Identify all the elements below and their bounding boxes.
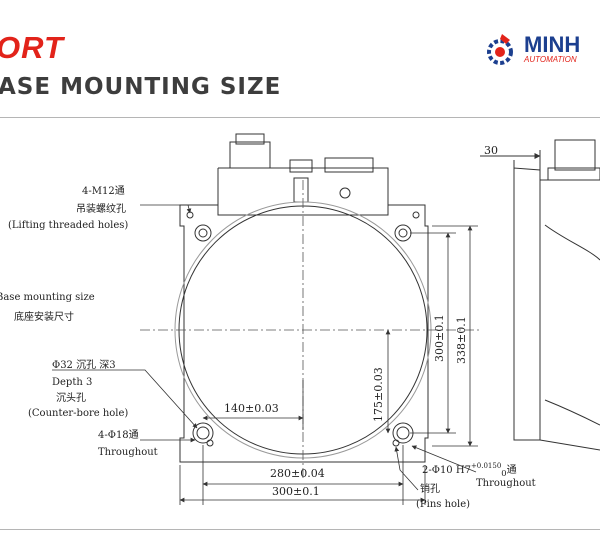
dim-300-vertical: 300±0.1 xyxy=(433,314,446,362)
counterbore-depth: Depth 3 xyxy=(52,377,93,388)
section-title: ASE MOUNTING SIZE xyxy=(0,74,282,100)
dim-300-horizontal: 300±0.1 xyxy=(272,485,320,498)
center-lines xyxy=(140,180,480,480)
pin-hole-cn: 销孔 xyxy=(420,484,440,495)
mounting-holes xyxy=(186,211,420,447)
dim-140: 140±0.03 xyxy=(224,402,279,415)
through-hole-en: Throughout xyxy=(98,447,158,458)
company-logo: MINH AUTOMATION xyxy=(486,30,600,70)
connector-left xyxy=(229,141,271,169)
connector-right xyxy=(324,157,374,173)
connector-mid xyxy=(289,159,313,173)
top-housing xyxy=(217,167,389,205)
lifting-hole-right xyxy=(412,211,420,219)
connector-left-cap xyxy=(235,133,265,145)
base-size-cn: 底座安装尺寸 xyxy=(14,312,74,323)
pin-hole-spec: 2-Φ10 H7+0.01500通 xyxy=(422,460,517,479)
leader-pin xyxy=(394,446,419,491)
dimension-lines xyxy=(179,225,478,505)
footer-divider xyxy=(0,529,600,530)
pin-hole-spec-text: 2-Φ10 H7 xyxy=(422,465,471,476)
base-plate xyxy=(179,204,429,463)
lifting-hole-spec: 4-M12通 xyxy=(82,186,125,197)
leader-lifting xyxy=(140,204,192,214)
pin-hole-en: (Pins hole) xyxy=(416,499,471,510)
leader-lines xyxy=(52,204,477,491)
dim-280: 280±0.04 xyxy=(270,467,325,480)
brand-fragment: ORT xyxy=(0,30,64,65)
counterbore-spec: Φ32 沉孔 深3 xyxy=(52,360,116,371)
side-view xyxy=(480,139,600,451)
hole-bottom-right xyxy=(392,422,414,447)
header-divider xyxy=(0,117,600,118)
dim-175: 175±0.03 xyxy=(372,367,385,422)
dim-338: 338±0.1 xyxy=(455,316,468,364)
hole-bottom-left xyxy=(192,422,214,447)
lifting-hole-en: (Lifting threaded holes) xyxy=(8,220,129,231)
dim-30: 30 xyxy=(484,144,498,157)
pin-hole-tolerance-lower: 0 xyxy=(501,468,507,478)
logo-name: MINH xyxy=(524,32,581,57)
top-clip xyxy=(293,177,309,203)
pin-hole-through: Throughout xyxy=(476,478,536,489)
gear-robot-icon xyxy=(487,34,513,65)
logo-tagline: AUTOMATION xyxy=(524,55,577,64)
top-screw xyxy=(339,187,351,199)
through-hole-spec: 4-Φ18通 xyxy=(98,430,139,441)
hole-top-left xyxy=(194,224,212,242)
leader-counterbore xyxy=(52,369,198,429)
lifting-hole-cn: 吊装螺纹孔 xyxy=(76,204,126,215)
hole-top-right xyxy=(394,224,412,242)
counterbore-cn: 沉头孔 xyxy=(56,393,86,404)
base-size-en: Base mounting size xyxy=(0,292,95,303)
counterbore-en: (Counter-bore hole) xyxy=(28,408,129,419)
pin-hole-suffix: 通 xyxy=(506,465,517,476)
leader-pin-through xyxy=(411,445,477,473)
pin-hole-tolerance-upper: +0.0150 xyxy=(470,462,502,470)
